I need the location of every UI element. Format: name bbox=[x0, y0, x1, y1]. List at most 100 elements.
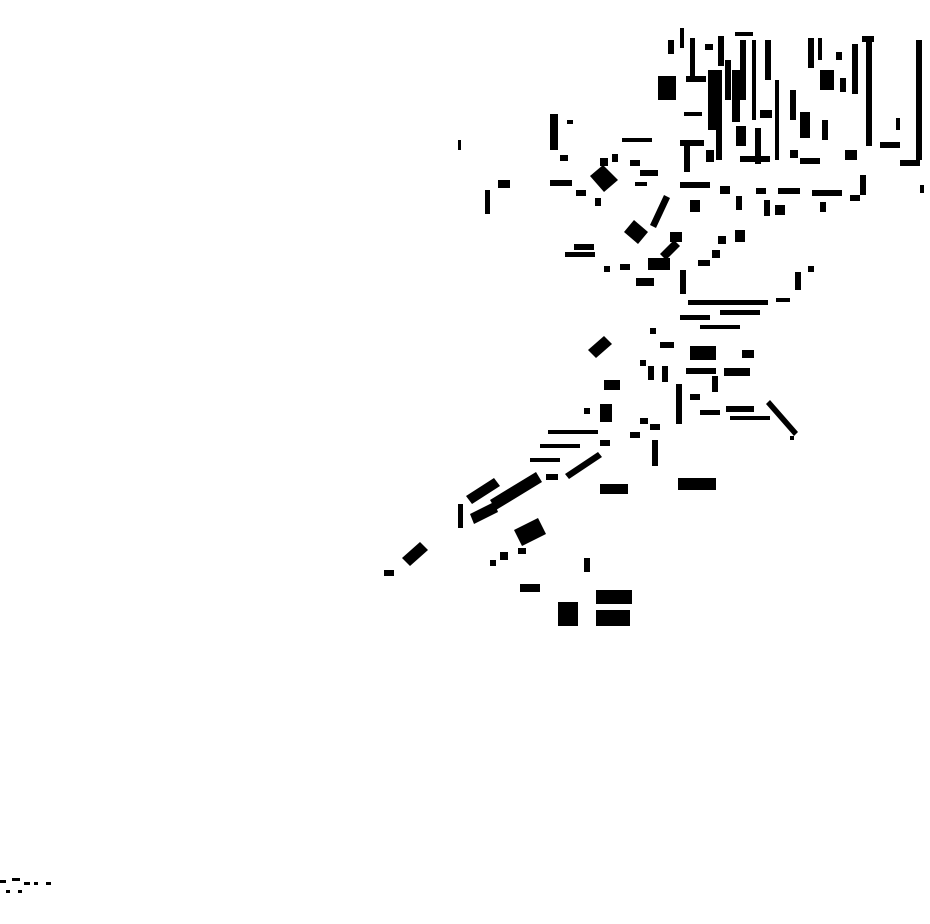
building bbox=[518, 548, 526, 554]
building bbox=[604, 266, 610, 272]
building bbox=[690, 346, 716, 360]
building bbox=[720, 310, 760, 315]
building bbox=[845, 150, 857, 160]
building bbox=[648, 258, 670, 270]
building bbox=[718, 36, 724, 66]
building bbox=[630, 432, 640, 438]
building bbox=[558, 602, 578, 626]
building bbox=[718, 236, 726, 244]
building bbox=[752, 40, 756, 120]
building bbox=[402, 542, 428, 566]
building bbox=[680, 140, 704, 146]
building bbox=[742, 350, 754, 358]
building bbox=[624, 220, 648, 244]
building bbox=[698, 260, 710, 266]
building bbox=[640, 360, 646, 366]
building bbox=[0, 880, 6, 883]
building bbox=[880, 142, 900, 148]
building bbox=[735, 32, 753, 36]
building bbox=[650, 195, 670, 228]
building bbox=[600, 158, 608, 166]
building bbox=[765, 40, 771, 80]
building bbox=[546, 474, 558, 480]
building bbox=[690, 200, 700, 212]
building bbox=[724, 368, 750, 376]
building bbox=[498, 180, 510, 188]
buildings-southwest-fragment bbox=[0, 878, 51, 893]
building bbox=[648, 366, 654, 380]
building bbox=[34, 882, 38, 885]
building bbox=[670, 232, 682, 242]
building bbox=[565, 452, 602, 479]
building bbox=[820, 70, 834, 90]
building bbox=[840, 78, 846, 92]
building bbox=[896, 118, 900, 130]
building bbox=[660, 342, 674, 348]
building bbox=[636, 278, 654, 286]
building bbox=[755, 128, 761, 164]
building bbox=[712, 376, 718, 392]
building bbox=[795, 272, 801, 290]
building bbox=[690, 38, 695, 78]
building bbox=[576, 190, 586, 196]
building bbox=[584, 558, 590, 572]
building bbox=[676, 384, 682, 424]
building bbox=[684, 112, 702, 116]
building bbox=[705, 44, 713, 50]
building bbox=[686, 368, 716, 374]
building bbox=[574, 244, 594, 250]
building bbox=[520, 584, 540, 592]
buildings-central-north bbox=[458, 114, 860, 294]
building bbox=[540, 444, 580, 448]
building bbox=[860, 175, 866, 195]
building bbox=[716, 100, 722, 160]
building bbox=[622, 138, 652, 142]
building bbox=[812, 190, 842, 196]
building bbox=[808, 266, 814, 272]
building bbox=[756, 188, 766, 194]
building bbox=[620, 264, 630, 270]
building bbox=[650, 424, 660, 430]
building bbox=[800, 112, 810, 138]
building bbox=[635, 182, 647, 186]
building bbox=[612, 154, 618, 162]
building bbox=[596, 590, 632, 604]
building bbox=[836, 52, 842, 60]
building bbox=[680, 315, 710, 320]
building bbox=[567, 120, 573, 124]
building bbox=[706, 150, 714, 162]
building bbox=[384, 570, 394, 576]
building bbox=[725, 60, 731, 100]
building bbox=[764, 200, 770, 216]
building bbox=[600, 484, 628, 494]
building bbox=[808, 38, 814, 68]
building bbox=[778, 188, 800, 194]
building bbox=[852, 44, 858, 94]
building bbox=[678, 478, 716, 490]
building bbox=[680, 270, 686, 294]
building bbox=[700, 410, 720, 415]
building bbox=[790, 436, 794, 440]
building bbox=[730, 416, 770, 420]
building bbox=[18, 890, 22, 893]
buildings-south bbox=[384, 472, 716, 626]
building bbox=[466, 478, 500, 504]
building bbox=[688, 300, 768, 305]
building bbox=[700, 325, 740, 329]
building bbox=[600, 440, 610, 446]
building bbox=[650, 328, 656, 334]
building bbox=[24, 882, 30, 885]
building bbox=[470, 502, 498, 524]
building bbox=[850, 195, 860, 201]
building bbox=[680, 28, 684, 48]
building bbox=[565, 252, 595, 257]
building bbox=[500, 552, 508, 560]
building bbox=[920, 185, 924, 193]
building bbox=[720, 186, 730, 194]
building bbox=[458, 140, 461, 150]
building bbox=[790, 90, 796, 120]
building bbox=[658, 76, 676, 100]
building bbox=[490, 472, 542, 510]
building bbox=[662, 366, 668, 382]
building bbox=[800, 158, 820, 164]
